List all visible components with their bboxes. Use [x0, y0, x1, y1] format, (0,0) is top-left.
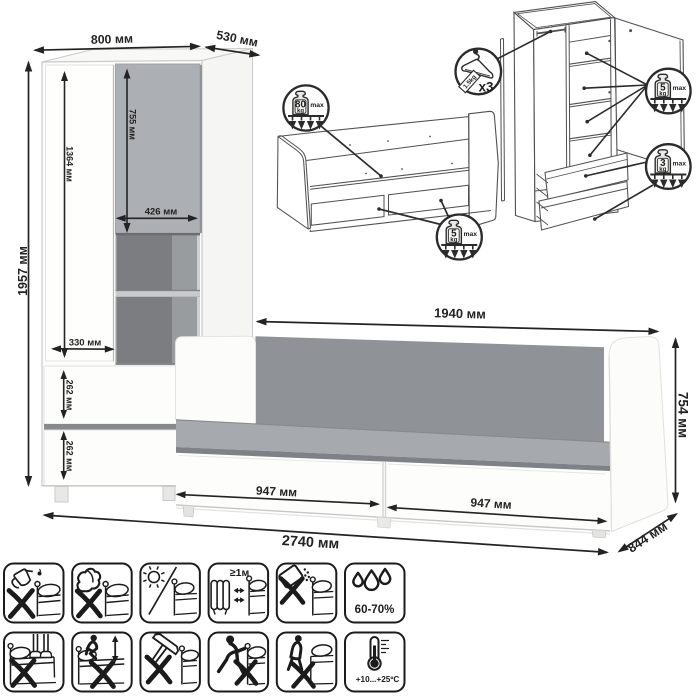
svg-text:1364 мм: 1364 мм: [65, 146, 75, 182]
svg-text:kg: kg: [297, 108, 304, 114]
svg-text:max: max: [672, 160, 686, 167]
svg-text:330 мм: 330 мм: [69, 338, 102, 349]
svg-text:754 мм: 754 мм: [675, 392, 690, 438]
svg-text:max: max: [463, 231, 477, 238]
svg-text:755 мм: 755 мм: [127, 109, 137, 140]
svg-text:x3: x3: [478, 80, 494, 95]
svg-text:1940 мм: 1940 мм: [434, 305, 486, 321]
svg-text:800 мм: 800 мм: [91, 32, 133, 47]
svg-text:max: max: [310, 102, 324, 109]
svg-text:2740 мм: 2740 мм: [281, 533, 339, 553]
svg-text:3: 3: [660, 158, 666, 169]
svg-text:≥1м: ≥1м: [230, 567, 250, 579]
svg-text:262 мм: 262 мм: [65, 380, 75, 411]
svg-text:262 мм: 262 мм: [65, 441, 75, 472]
svg-text:+10...+25ºC: +10...+25ºC: [356, 675, 400, 684]
svg-text:947 мм: 947 мм: [470, 495, 512, 512]
svg-text:60-70%: 60-70%: [355, 604, 395, 616]
svg-text:947 мм: 947 мм: [256, 483, 298, 499]
svg-text:530 мм: 530 мм: [215, 28, 259, 50]
svg-text:5: 5: [660, 82, 666, 93]
svg-text:5: 5: [451, 228, 457, 239]
svg-text:426 мм: 426 мм: [145, 207, 178, 218]
svg-text:1957 мм: 1957 мм: [16, 246, 30, 296]
svg-text:80: 80: [295, 99, 306, 110]
svg-text:844 мм: 844 мм: [625, 519, 670, 556]
svg-text:kg: kg: [659, 91, 666, 97]
svg-text:kg: kg: [450, 237, 457, 243]
svg-text:max: max: [672, 85, 686, 92]
svg-text:kg: kg: [659, 167, 666, 173]
